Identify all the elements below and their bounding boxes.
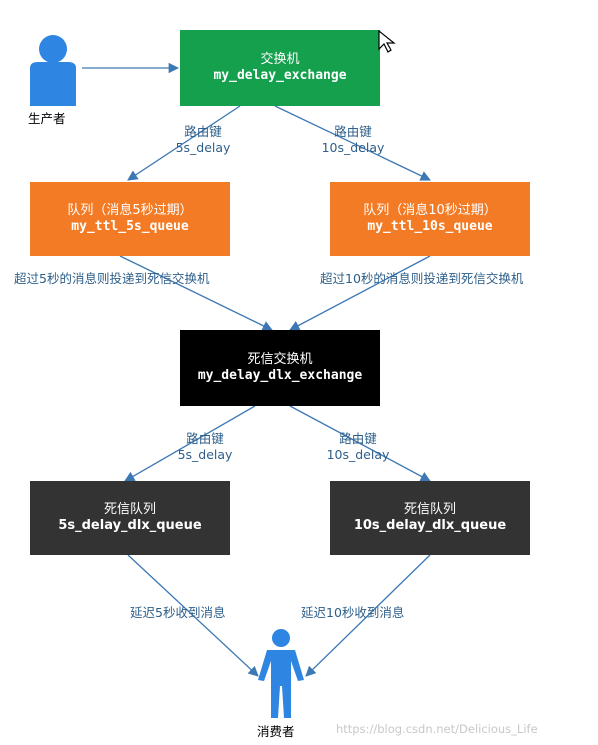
watermark: https://blog.csdn.net/Delicious_Life [336,722,538,736]
route-title: 路由键 [184,124,222,139]
route-label-5s: 路由键 5s_delay [168,124,238,157]
edge-queue-10s-to-dlx-exchange [289,255,431,331]
queue-10s-title: 队列（消息10秒过期） [363,202,497,218]
edge-queue-5s-to-dlx-exchange [119,255,273,331]
route-label-10s: 路由键 10s_delay [313,124,393,157]
dlx-exchange-name: my_delay_dlx_exchange [197,368,363,383]
exchange-name: my_delay_exchange [213,68,347,83]
route-key: 10s_delay [321,140,385,156]
edge-dlx-exchange-to-dlx-queue-5s [124,405,256,482]
edge-exchange-to-queue-10s [274,105,431,181]
dlx-route-label-10s: 路由键 10s_delay [318,431,398,464]
queue-10s-name: my_ttl_10s_queue [367,219,493,234]
queue-5s-node: 队列（消息5秒过期） my_ttl_5s_queue [30,182,230,256]
dlx-queue-10s-name: 10s_delay_dlx_queue [353,518,507,533]
edge-exchange-to-queue-5s [127,105,241,181]
route-key: 5s_delay [175,140,231,156]
route-key: 5s_delay [177,447,233,463]
queue-10s-node: 队列（消息10秒过期） my_ttl_10s_queue [330,182,530,256]
dlx-exchange-title: 死信交换机 [247,351,313,367]
expire-label-5s: 超过5秒的消息则投递到死信交换机 [14,271,210,286]
dlx-exchange-node: 死信交换机 my_delay_dlx_exchange [180,330,380,406]
deliver-label-5s: 延迟5秒收到消息 [130,605,226,620]
dlx-queue-5s-name: 5s_delay_dlx_queue [58,518,202,533]
exchange-node: 交换机 my_delay_exchange [180,30,380,106]
route-key: 10s_delay [326,447,390,463]
edge-dlx-exchange-to-dlx-queue-10s [289,405,431,482]
dlx-queue-10s-title: 死信队列 [403,501,456,517]
queue-5s-title: 队列（消息5秒过期） [67,202,193,218]
edge-dlx-queue-10s-to-consumer [305,554,431,677]
dlx-route-label-5s: 路由键 5s_delay [170,431,240,464]
consumer-label: 消费者 [257,724,295,739]
cursor-icon [378,30,396,53]
deliver-label-10s: 延迟10秒收到消息 [301,605,405,620]
exchange-title: 交换机 [260,51,300,67]
person-icon [30,35,76,106]
dlx-queue-5s-node: 死信队列 5s_delay_dlx_queue [30,481,230,555]
dlx-queue-10s-node: 死信队列 10s_delay_dlx_queue [330,481,530,555]
edge-dlx-queue-5s-to-consumer [127,554,259,677]
producer-label: 生产者 [28,111,66,126]
person-icon [258,629,304,718]
queue-5s-name: my_ttl_5s_queue [71,219,189,234]
expire-label-10s: 超过10秒的消息则投递到死信交换机 [320,271,524,286]
route-title: 路由键 [334,124,372,139]
dlx-queue-5s-title: 死信队列 [103,501,156,517]
route-title: 路由键 [186,431,224,446]
route-title: 路由键 [339,431,377,446]
